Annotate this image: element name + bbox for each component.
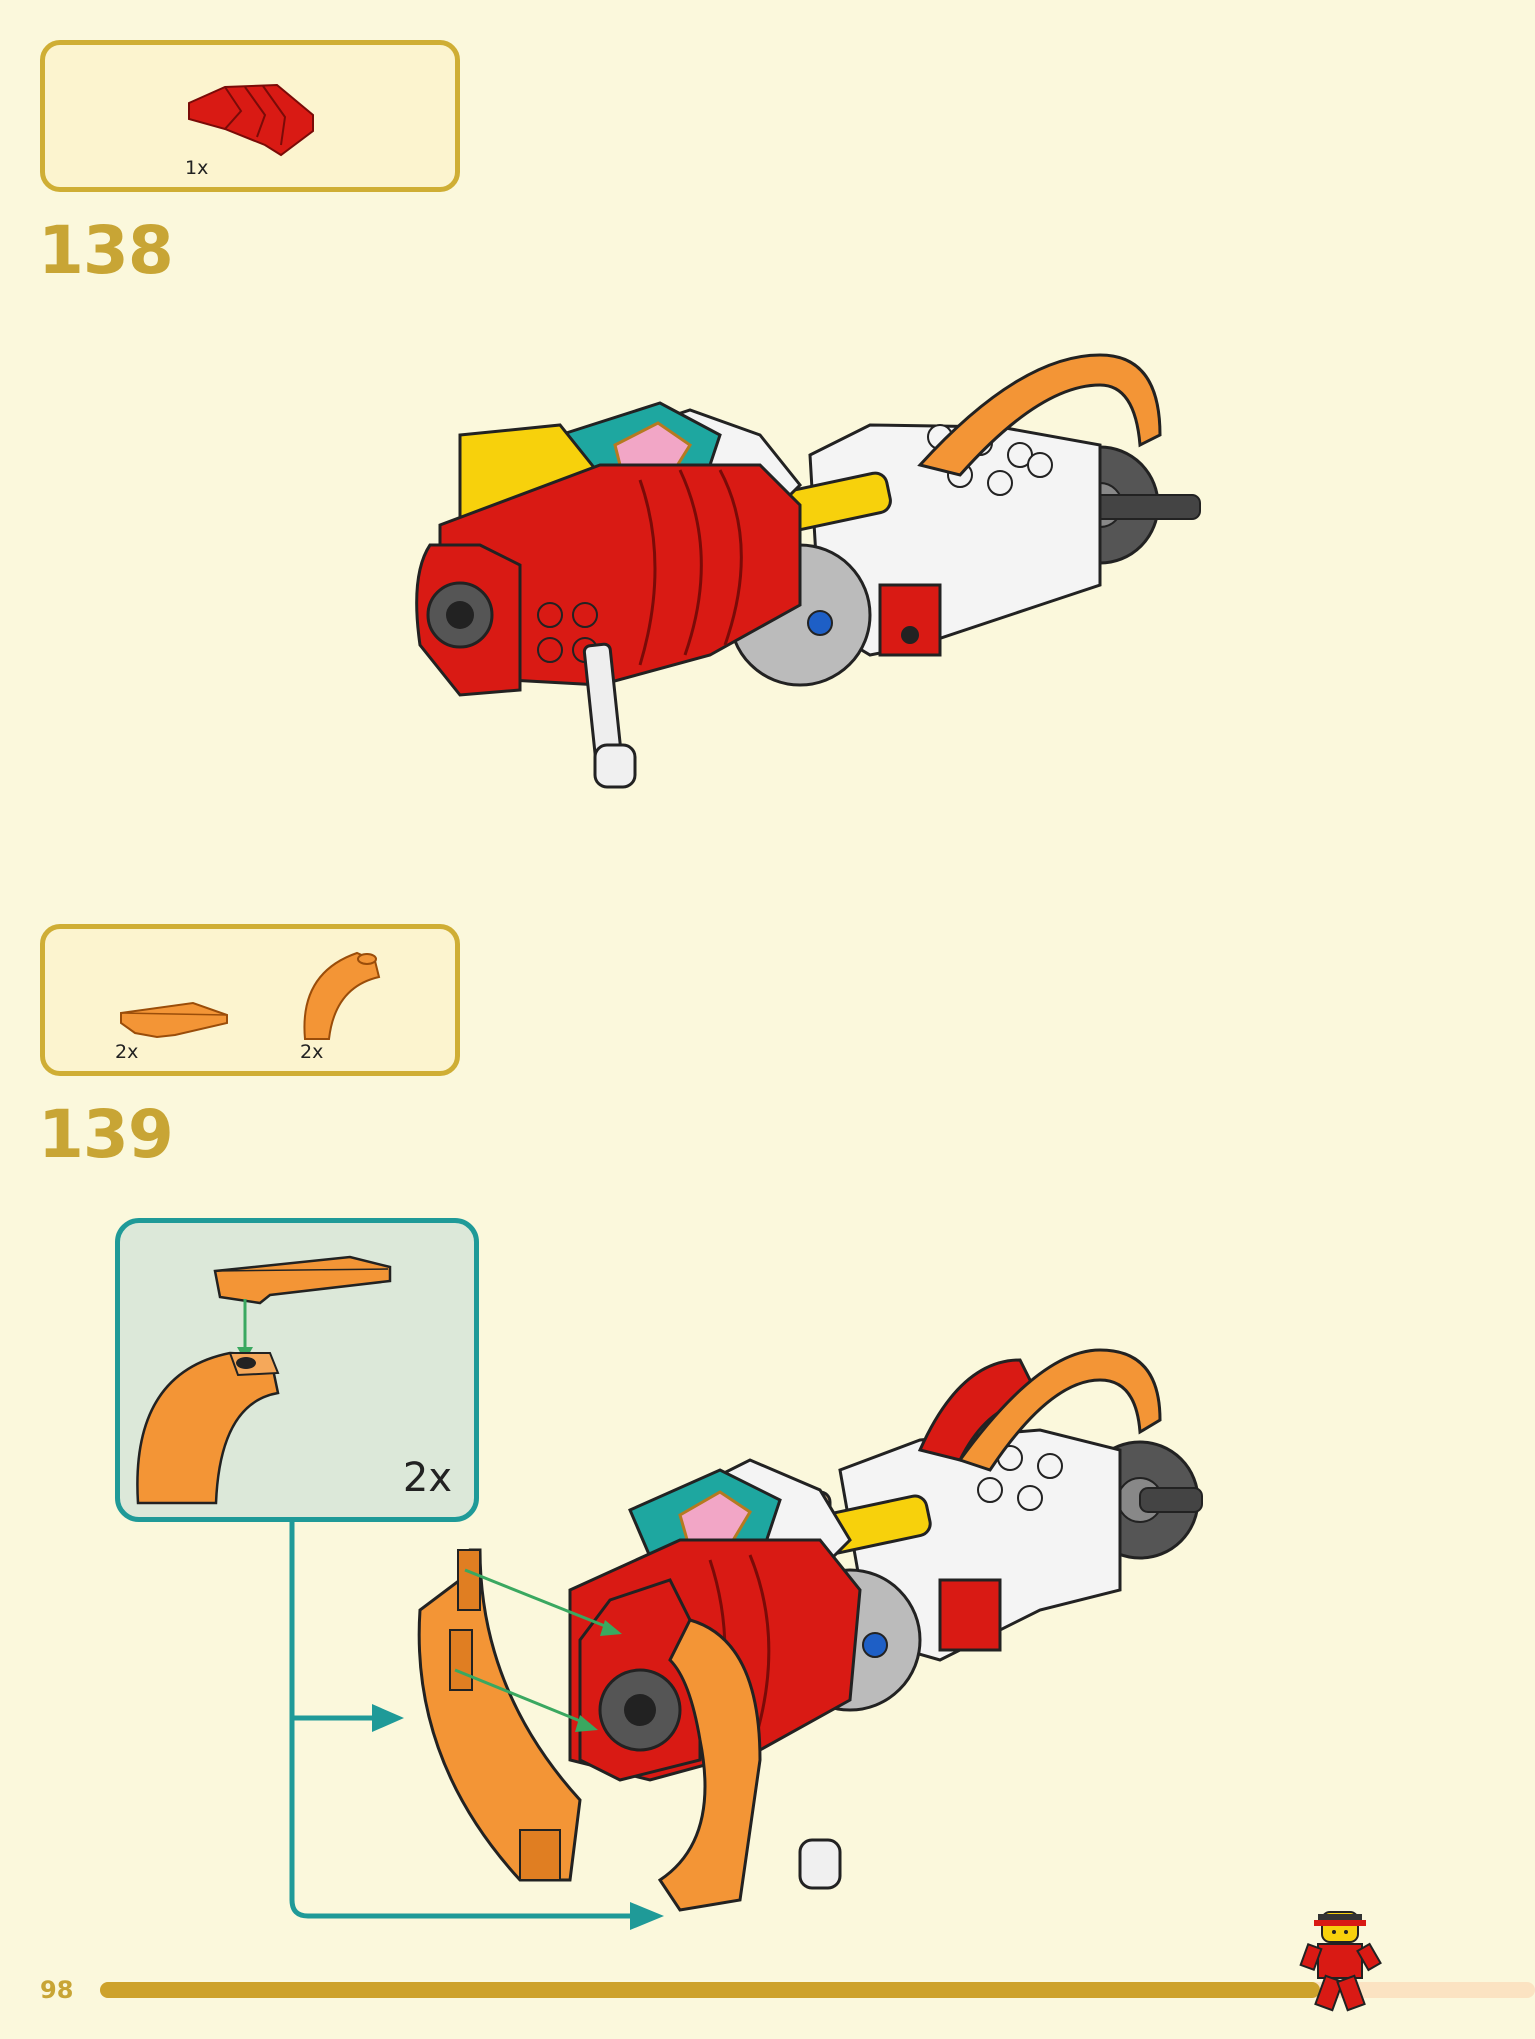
page-number: 98 <box>40 1976 74 2004</box>
step-number-138: 138 <box>38 212 174 289</box>
orange-arch-brick-icon <box>303 951 381 1040</box>
progress-bar-fill <box>100 1982 1320 1998</box>
subassembly-callout: 2x <box>115 1218 479 1522</box>
part-quantity: 1x <box>185 157 209 179</box>
part-quantity: 2x <box>300 1041 324 1063</box>
step-number-139: 139 <box>38 1096 174 1173</box>
parts-box-step-139: 2x 2x <box>40 924 460 1076</box>
progress-bar <box>100 1982 1535 1998</box>
subassembly-parts-image <box>136 1255 392 1505</box>
part-quantity: 2x <box>115 1041 139 1063</box>
model-step-138-image <box>415 353 1201 789</box>
subassembly-multiplier: 2x <box>402 1455 452 1501</box>
model-step-139-image <box>417 1348 1203 1912</box>
minifigure-mascot-icon <box>1299 1911 1382 2012</box>
orange-curved-slope-plate-icon <box>120 1001 228 1039</box>
red-curved-slope-brick-icon <box>188 83 314 157</box>
parts-box-step-138: 1x <box>40 40 460 192</box>
